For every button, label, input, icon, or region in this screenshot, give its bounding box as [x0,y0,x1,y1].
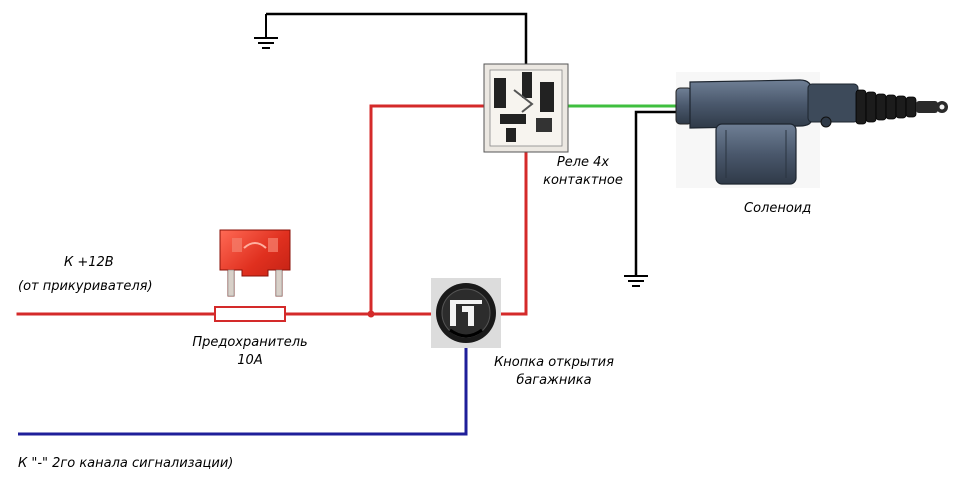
relay-label: Реле 4х контактное [528,154,638,190]
power-source-label-line1: К +12В [64,255,114,270]
fuse-label-line2: 10А [237,353,263,368]
solenoid-label: Соленоид [744,201,812,216]
power-source-label-line2: (от прикуривателя) [18,279,153,294]
power-source-note: (от прикуривателя) [18,278,153,296]
fuse-label-line1: Предохранитель [192,335,308,350]
fuse-label: Предохранитель 10А [180,334,320,370]
power-source-label: К +12В [64,254,114,272]
door-lock-solenoid [675,72,948,188]
junction-dot [367,310,375,318]
blade-fuse [219,229,291,297]
ground-symbol-solenoid [624,275,648,287]
solenoid-ground-wire [634,110,676,276]
button-label-line1: Кнопка открытия [494,355,614,370]
rubber-boot [855,89,917,125]
relay-label-line2: контактное [543,173,623,188]
trunk-open-button [431,278,501,348]
fuse-schematic-symbol [214,306,286,322]
alarm-signal-wire [18,346,468,436]
relay-label-line1: Реле 4х [556,155,610,170]
button-label: Кнопка открытия багажника [486,354,622,390]
relay-feed-wire [369,104,490,316]
relay-4-pin [483,63,569,153]
ground-symbol-relay [254,14,278,49]
relay-ground-wire [266,12,528,66]
alarm-channel-label: К "-" 2го канала сигнализации) [18,456,234,471]
button-label-line2: багажника [516,373,592,388]
